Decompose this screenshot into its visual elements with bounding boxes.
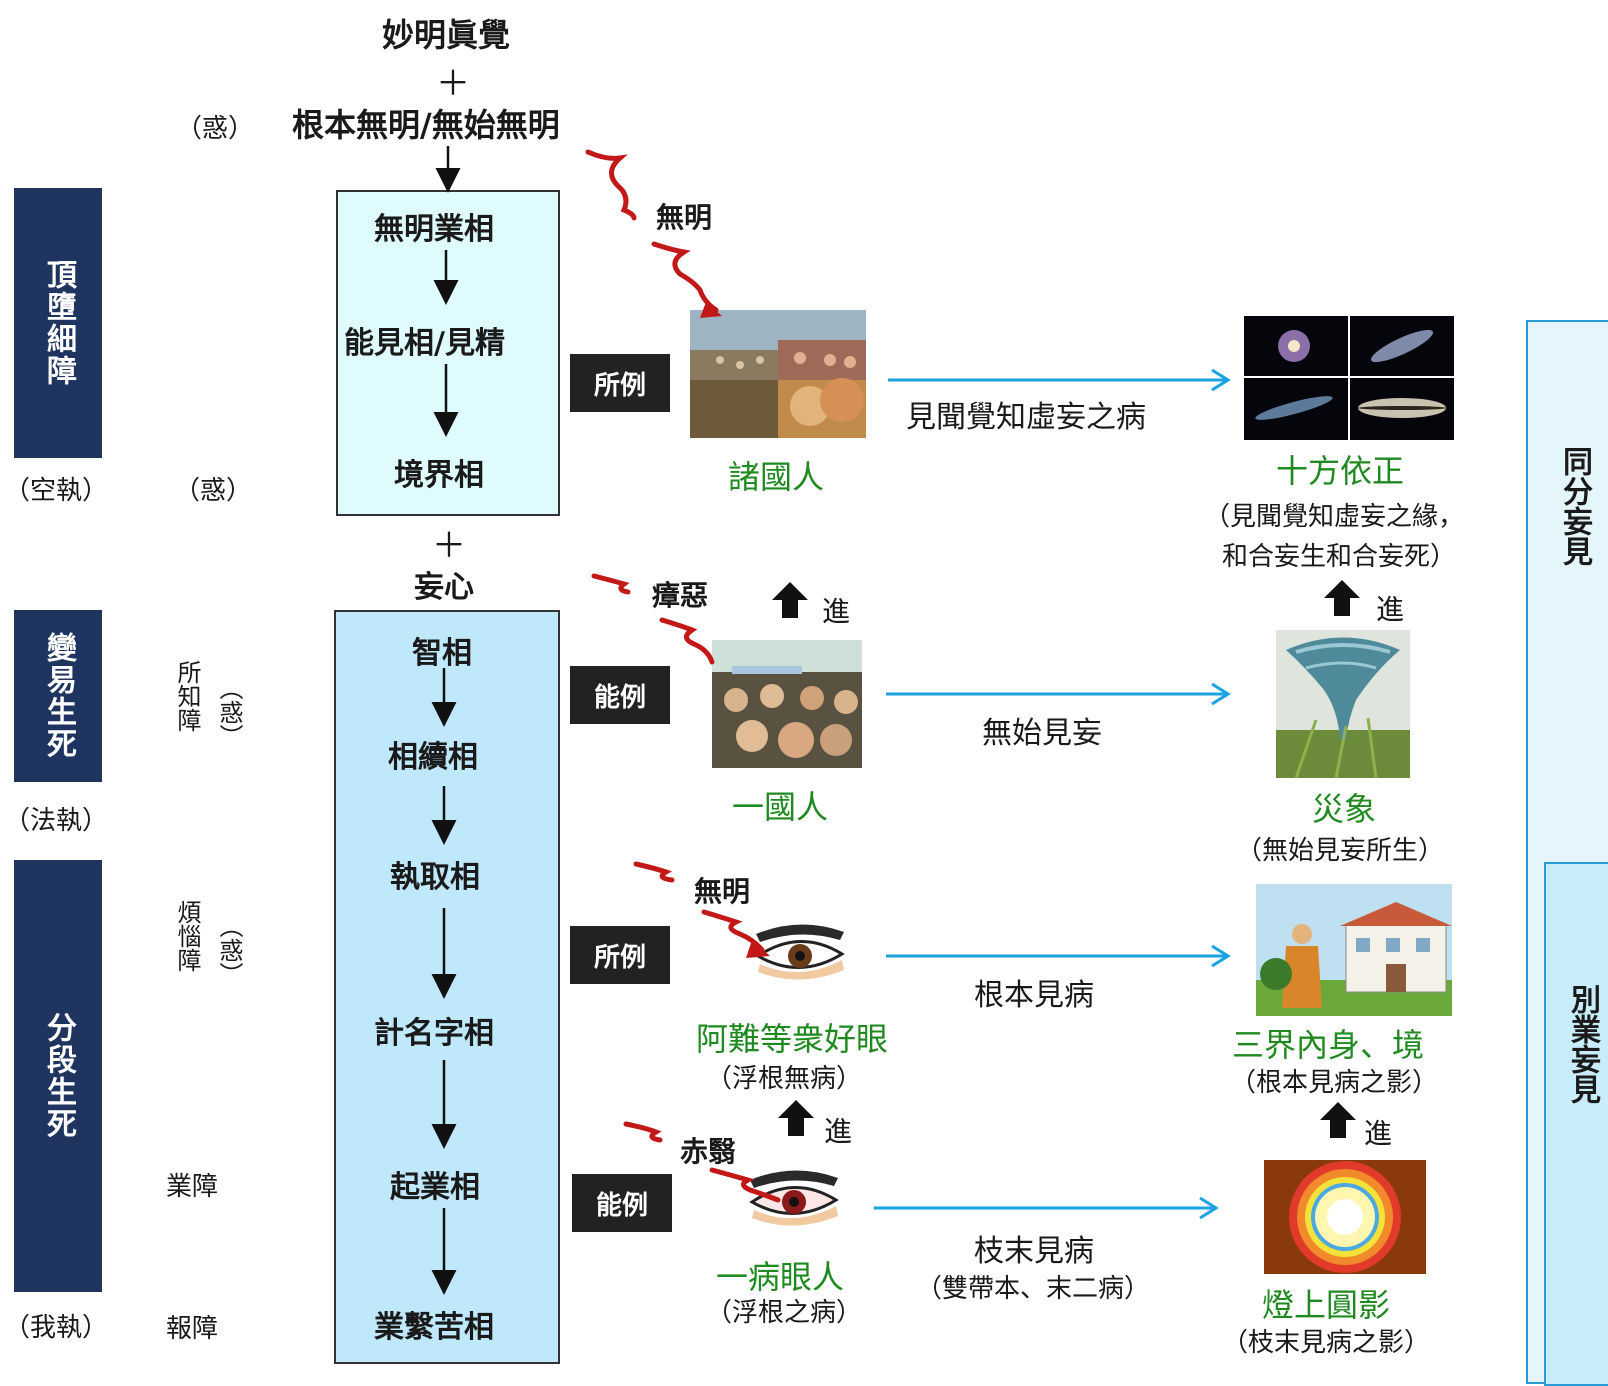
plus-sign-mid: ＋: [432, 526, 466, 566]
label-sick-eye-sub: （浮根之病）: [706, 1298, 863, 1328]
result-dengshang-sub: （枝末見病之影）: [1222, 1328, 1431, 1358]
wavy-label-wuming-1: 無明: [656, 201, 713, 234]
arrow-label-2: 無始見妄: [982, 716, 1102, 751]
suozhi-zhang-label: 所知障: [173, 660, 201, 732]
aspect-zhiqu: 執取相: [390, 860, 480, 895]
aspect-nengjian: 能見相/見精: [344, 326, 505, 361]
title-miaoming: 妙明眞覺: [382, 16, 511, 54]
sick-eye-illustration: [746, 1166, 842, 1228]
result-dengshang: 燈上圓影: [1262, 1286, 1391, 1324]
result-sanjie-sub: （根本見病之影）: [1230, 1068, 1439, 1098]
block-dingdui: 頂墮細障: [14, 188, 102, 458]
up-arrow-4: [1320, 1102, 1356, 1138]
arrow-label-4-sub: （雙帶本、末二病）: [916, 1274, 1151, 1304]
bieye-panel: [1544, 862, 1608, 1386]
label-sick-eye: 一病眼人: [716, 1258, 845, 1296]
label-ananda-sub: （浮根無病）: [706, 1064, 863, 1094]
kongzhi-label: （空執）: [4, 476, 109, 506]
aspect-wuming-ye: 無明業相: [374, 212, 494, 247]
aspect-zhi: 智相: [412, 636, 472, 671]
tag-suoli-1: 所例: [570, 354, 670, 412]
advance-label-1: 進: [822, 595, 851, 628]
tongfen-label: 同分妄見: [1557, 446, 1592, 566]
wavy-label-wuming-2: 無明: [694, 875, 751, 908]
result-shifang-sub2: 和合妄生和合妄死）: [1222, 542, 1457, 572]
arrow-label-3: 根本見病: [974, 978, 1094, 1013]
crowd-image-2: [712, 640, 862, 768]
wavy-tip-2: [746, 940, 770, 958]
plus-sign-top: ＋: [436, 64, 470, 104]
label-one-nation: 一國人: [732, 788, 829, 826]
aspect-jimingzi: 計名字相: [374, 1016, 494, 1051]
advance-label-2: 進: [1376, 593, 1405, 626]
wavy-label-zhange: 瘴惡: [652, 579, 709, 612]
wavy-line-2: [651, 241, 719, 313]
result-zaixiang: 災象: [1312, 790, 1377, 828]
tornado-image: [1276, 630, 1410, 778]
huo-label-mid: （惑）: [174, 476, 253, 506]
wavy-line-7: [623, 1121, 663, 1143]
tag-suoli-2: 所例: [570, 926, 670, 984]
advance-label-4: 進: [1364, 1117, 1393, 1150]
advance-label-3: 進: [824, 1115, 853, 1148]
label-ananda-eyes: 阿難等衆好眼: [696, 1020, 889, 1058]
galaxy-image: [1244, 316, 1454, 440]
house-image: [1256, 884, 1452, 1016]
wavy-label-chiyi: 赤翳: [680, 1135, 737, 1168]
wavy-line-4: [659, 617, 715, 665]
bao-zhang-label: 報障: [166, 1314, 219, 1344]
up-arrow-3: [778, 1100, 814, 1136]
three-fine-aspects-box: [336, 190, 560, 516]
good-eye-illustration: [752, 920, 848, 982]
ye-zhang-label: 業障: [166, 1172, 219, 1202]
aspect-xiangxu: 相續相: [388, 740, 478, 775]
result-shifang: 十方依正: [1276, 452, 1405, 490]
aspect-qiye: 起業相: [390, 1170, 480, 1205]
eye-image-sick: [749, 1170, 839, 1226]
arrow-label-1: 見聞覺知虛妄之病: [906, 400, 1146, 435]
aspect-jingjie: 境界相: [394, 458, 484, 493]
house-monk-photo: [1256, 884, 1452, 1016]
eye-image-good: [755, 924, 845, 980]
wozhi-label: （我執）: [4, 1313, 109, 1343]
connector-layer: [431, 146, 1360, 1295]
suozhi-huo-label: （惑）: [215, 676, 243, 748]
aspect-yexi-ku: 業繫苦相: [374, 1310, 494, 1345]
result-sanjie: 三界內身、境: [1232, 1026, 1425, 1064]
crowd-image: [690, 310, 866, 438]
block-fenduan: 分段生死: [14, 860, 102, 1292]
wangxin-label: 妄心: [414, 570, 474, 605]
fazhi-label: （法執）: [4, 806, 109, 836]
result-zaixiang-sub: （無始見妄所生）: [1236, 836, 1445, 866]
label-all-nations: 諸國人: [728, 458, 825, 496]
wavy-line-3: [591, 573, 631, 595]
crowd-photo-all-nations: [690, 310, 866, 438]
wavy-line-8: [709, 1167, 781, 1203]
up-arrow-1: [772, 582, 808, 618]
halo-image: [1264, 1160, 1426, 1274]
crowd-photo-one-nation: [712, 640, 862, 768]
wavy-tip-1: [700, 302, 722, 318]
tag-nengli-1: 能例: [570, 666, 670, 724]
tornado-photo: [1276, 630, 1410, 778]
wavy-line-5: [633, 861, 675, 883]
result-shifang-sub1: （見聞覺知虛妄之緣，: [1204, 502, 1465, 532]
galaxies-photo: [1244, 316, 1454, 440]
bieye-label: 別業妄見: [1565, 984, 1600, 1104]
huo-label-top: （惑）: [176, 114, 255, 144]
fannao-huo-label: （惑）: [215, 914, 243, 986]
lamp-halo-photo: [1264, 1160, 1426, 1274]
fannao-zhang-label: 煩惱障: [173, 900, 201, 972]
arrow-label-4: 枝末見病: [974, 1234, 1094, 1269]
wavy-line-1: [585, 149, 637, 221]
root-ignorance-label: 根本無明/無始無明: [292, 106, 560, 144]
block-bianyi: 變易生死: [14, 610, 102, 782]
up-arrow-2: [1324, 580, 1360, 616]
tag-nengli-2: 能例: [572, 1174, 672, 1232]
